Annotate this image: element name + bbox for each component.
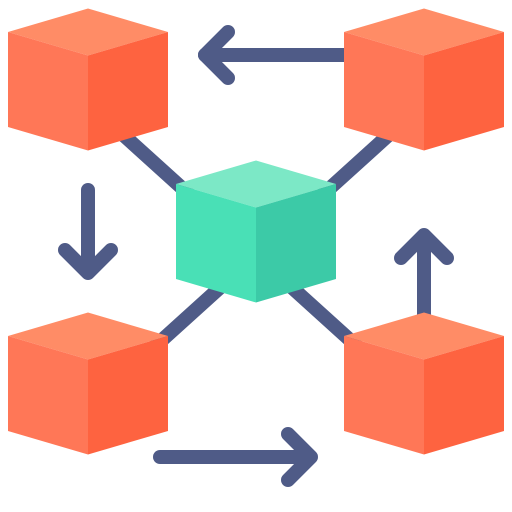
arrow-top-icon [198,25,359,85]
block-bottom-left-right-face [88,336,168,455]
arrow-left-head [58,243,118,280]
block-top-right-cube-icon [344,8,504,151]
block-top-right-left-face [344,32,424,151]
cube-blocks [8,8,504,455]
block-bottom-right-right-face [424,336,504,455]
block-top-left-left-face [8,32,88,151]
arrow-bottom-icon [153,427,318,487]
arrow-left-icon [58,183,118,280]
block-bottom-left-cube-icon [8,312,168,455]
arrow-right-head [394,228,454,265]
block-top-left-right-face [88,32,168,151]
block-center-cube-icon [176,160,336,303]
block-bottom-left-left-face [8,336,88,455]
block-center-left-face [176,184,256,303]
block-top-left-cube-icon [8,8,168,151]
arrow-bottom-head [281,427,318,487]
cycle-arrows [58,25,454,487]
block-bottom-right-cube-icon [344,312,504,455]
arrow-right-icon [394,228,454,327]
block-top-right-right-face [424,32,504,151]
arrow-top-head [198,25,235,85]
block-bottom-right-left-face [344,336,424,455]
block-center-right-face [256,184,336,303]
